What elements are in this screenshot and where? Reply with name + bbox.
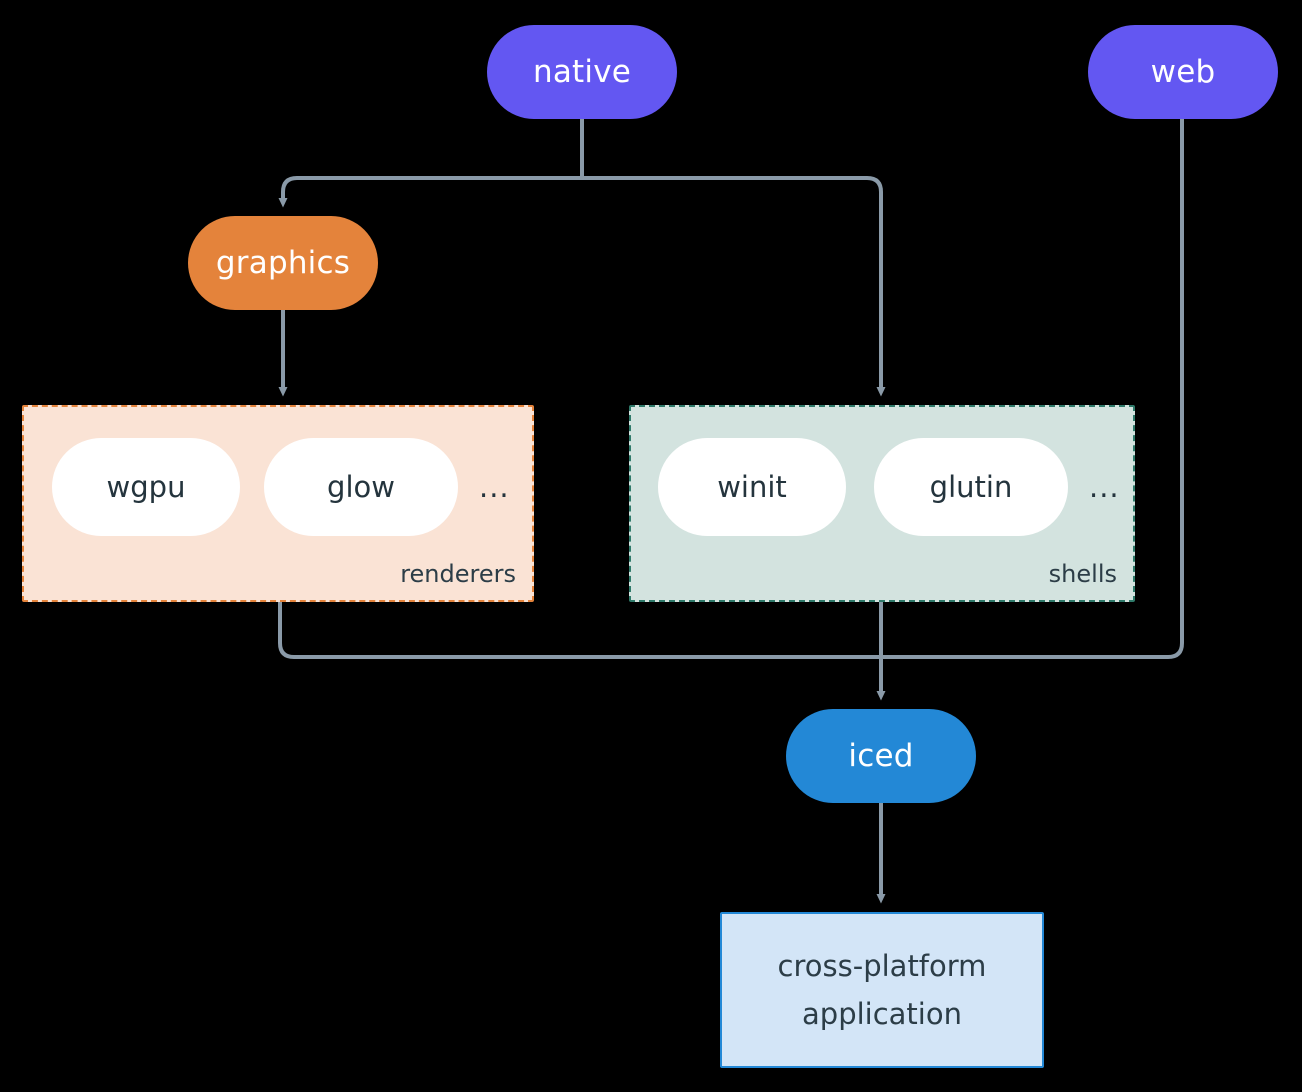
node-cross-platform-application[interactable]: cross-platform application (720, 912, 1044, 1068)
group-label-shells: shells (1048, 560, 1117, 588)
chip-wgpu[interactable]: wgpu (52, 438, 240, 536)
chip-glutin[interactable]: glutin (874, 438, 1068, 536)
edge-native-to-graphics (278, 176, 582, 208)
node-iced[interactable]: iced (786, 709, 976, 803)
chip-winit[interactable]: winit (658, 438, 846, 536)
edge-renderers-to-iced (278, 602, 881, 659)
application-label-line1: cross-platform (777, 948, 987, 983)
edge-native-to-shells (582, 176, 886, 397)
node-graphics[interactable]: graphics (188, 216, 378, 310)
group-shells[interactable]: winit glutin ... shells (629, 405, 1135, 602)
group-renderers[interactable]: wgpu glow ... renderers (22, 405, 534, 602)
node-native[interactable]: native (487, 25, 677, 119)
application-label-line2: application (802, 997, 962, 1031)
group-label-renderers: renderers (400, 560, 516, 588)
shells-overflow-ellipsis: ... (1089, 470, 1120, 504)
chip-glow[interactable]: glow (264, 438, 458, 536)
edge-web-to-iced (881, 119, 1184, 659)
node-web[interactable]: web (1088, 25, 1278, 119)
renderers-overflow-ellipsis: ... (479, 470, 510, 504)
